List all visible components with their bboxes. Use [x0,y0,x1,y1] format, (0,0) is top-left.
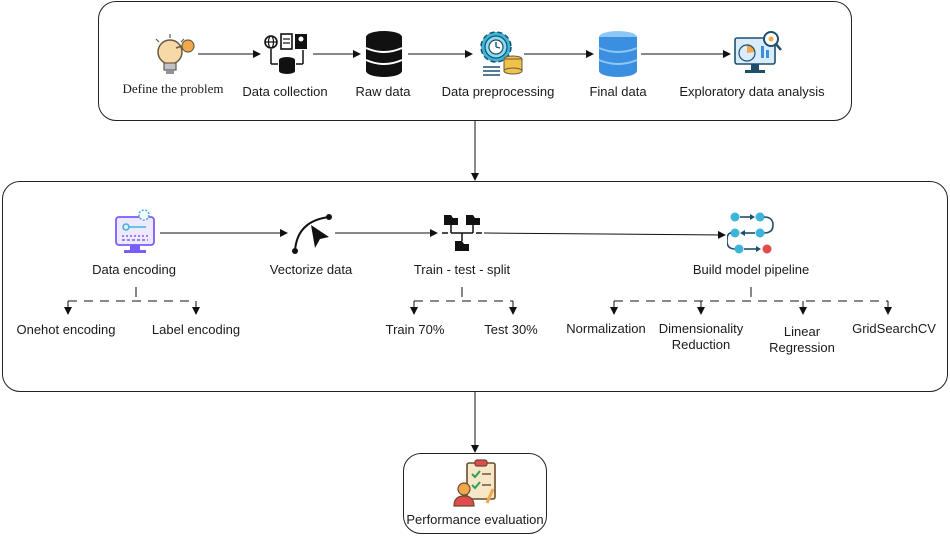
stage-label-data-preprocessing: Data preprocessing [441,84,555,99]
data-acquisition-container [98,1,852,121]
stage-label-build-model-pipeline: Build model pipeline [692,262,810,277]
stage-label-define-problem: Define the problem [122,81,224,96]
stage-label-performance-evaluation: Performance evaluation [406,512,544,527]
monitor-chart-icon [734,31,782,73]
final-data-database-icon [598,31,638,77]
step-gridsearchcv: GridSearchCV [852,321,936,336]
option-onehot-encoding: Onehot encoding [16,322,116,337]
pipeline-nodes-icon [727,212,774,254]
stage-label-vectorize-data: Vectorize data [269,262,353,277]
lightbulb-icon [155,34,195,74]
option-train-70: Train 70% [385,322,445,337]
clipboard-evaluation-icon [453,459,496,507]
encoding-monitor-icon [115,209,155,253]
step-normalization: Normalization [566,321,646,336]
folder-split-icon [442,215,482,251]
raw-data-database-icon [365,31,403,77]
stage-label-train-test-split: Train - test - split [413,262,511,277]
data-collection-icon [264,33,307,74]
stage-label-data-encoding: Data encoding [92,262,176,277]
stage-label-data-collection: Data collection [242,84,328,99]
step-dimensionality-reduction: Dimensionality Reduction [658,321,744,352]
modeling-container [2,181,948,392]
vector-pen-icon [292,214,332,254]
stage-label-eda: Exploratory data analysis [679,84,825,99]
gear-database-icon [480,31,523,76]
option-test-30: Test 30% [484,322,538,337]
step-linear-regression: Linear Regression [769,324,835,355]
stage-label-final-data: Final data [589,84,647,99]
stage-label-raw-data: Raw data [355,84,411,99]
option-label-encoding: Label encoding [151,322,241,337]
